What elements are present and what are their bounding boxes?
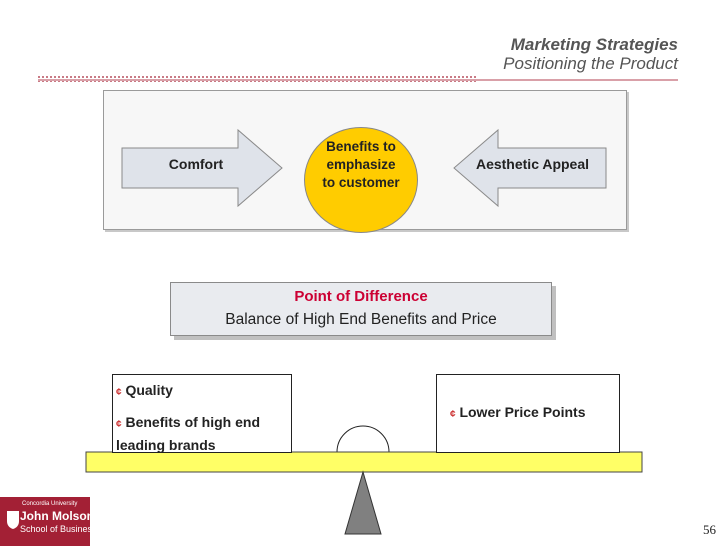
scale-dome [336, 425, 390, 453]
scale-fulcrum [344, 470, 382, 535]
page-number: 56 [703, 522, 716, 537]
benefits-circle-text: Benefits to emphasize to customer [304, 138, 418, 192]
logo-school-name: John Molson [20, 509, 94, 523]
left-item-benefits: ¢ Benefits of high end leading brands [116, 414, 261, 453]
right-item-lower-price: ¢ Lower Price Points [450, 404, 586, 420]
left-item-quality: ¢ Quality [116, 382, 173, 398]
logo-university: Concordia University [22, 501, 78, 507]
point-of-difference-box [170, 282, 552, 336]
point-of-difference-title: Point of Difference [294, 288, 428, 305]
circle-line-3: to customer [322, 175, 400, 190]
slide-subtitle: Positioning the Product [503, 54, 678, 73]
circle-line-2: emphasize [326, 157, 396, 172]
slide-title: Marketing Strategies [510, 35, 678, 54]
quality-box [112, 374, 292, 453]
bullet-icon: ¢ [116, 419, 122, 430]
bullet-icon: ¢ [116, 387, 122, 398]
circle-line-1: Benefits to [326, 139, 396, 154]
logo-school-of-business: School of Business [20, 524, 97, 534]
aesthetic-appeal-arrow [453, 128, 607, 208]
decorative-divider [38, 76, 678, 84]
scale-beam [85, 451, 643, 473]
arrows-graphic [121, 128, 607, 208]
price-box [436, 374, 620, 453]
bullet-icon: ¢ [450, 409, 456, 420]
point-of-difference-subtitle: Balance of High End Benefits and Price [225, 311, 497, 328]
aesthetic-appeal-label: Aesthetic Appeal [475, 156, 590, 172]
comfort-arrow [121, 128, 283, 208]
benefits-circle [304, 127, 418, 233]
comfort-label: Comfort [168, 156, 224, 172]
shield-icon [7, 511, 19, 529]
